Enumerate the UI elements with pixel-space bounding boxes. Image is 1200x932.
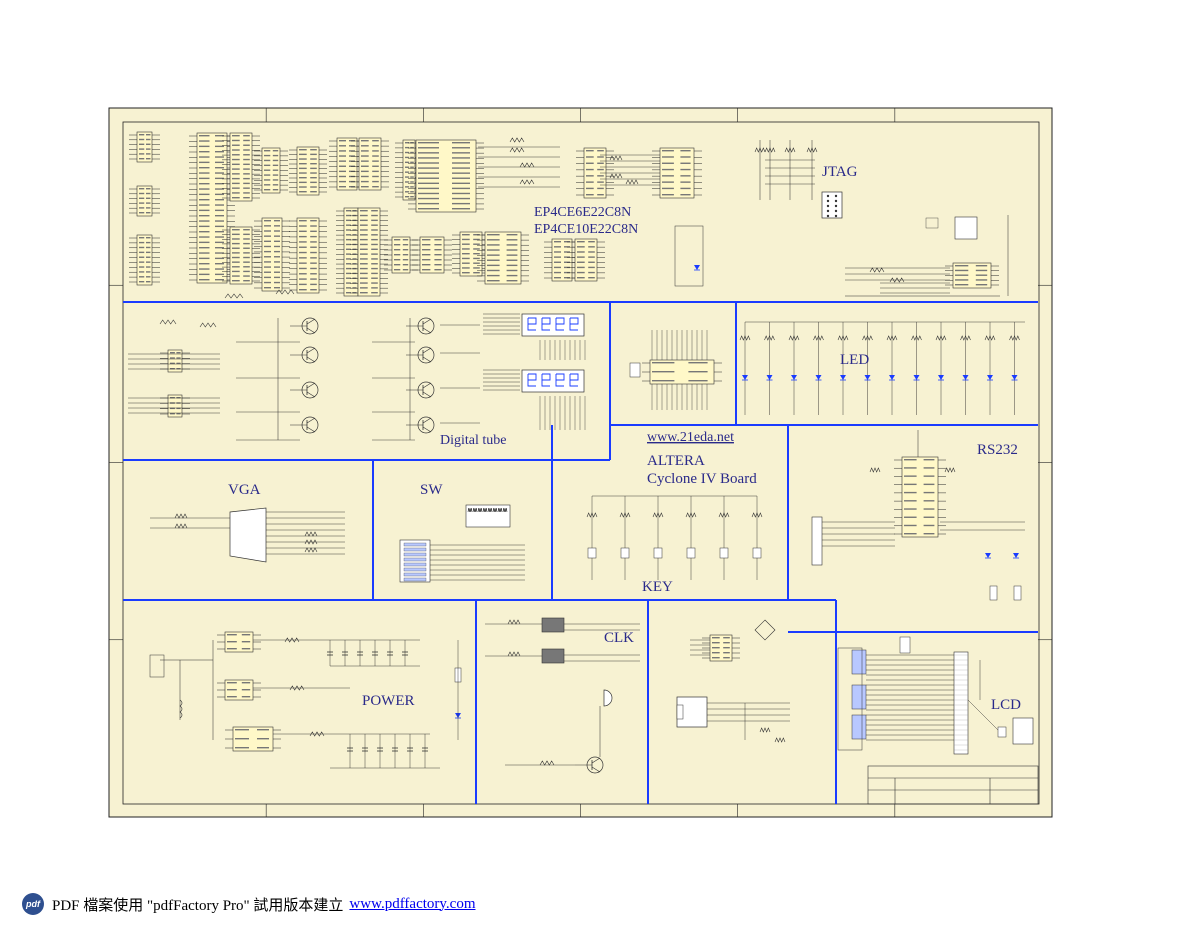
website-label: www.21eda.net <box>647 430 734 445</box>
pdf-footer: pdf PDF 檔案使用 "pdfFactory Pro" 試用版本建立 www… <box>22 890 476 918</box>
sheet-inner-border <box>122 121 1040 805</box>
led-label: LED <box>840 352 869 368</box>
rs232-label: RS232 <box>977 442 1018 458</box>
title-block <box>867 765 1039 805</box>
pdffactory-link[interactable]: www.pdffactory.com <box>349 895 476 912</box>
jtag-label: JTAG <box>822 164 858 180</box>
power-label: POWER <box>362 693 415 709</box>
clk-label: CLK <box>604 630 634 646</box>
circuit-graphics <box>128 131 1034 774</box>
fpga-label-line2: EP4CE10E22C8N <box>534 222 638 237</box>
footer-text: PDF 檔案使用 "pdfFactory Pro" 試用版本建立 <box>52 897 344 914</box>
sw-label: SW <box>420 482 443 498</box>
pdf-logo-icon: pdf <box>22 893 44 915</box>
lcd-label: LCD <box>991 697 1021 713</box>
vga-label: VGA <box>228 482 261 498</box>
board-label-line2: Cyclone IV Board <box>647 471 757 487</box>
section-dividers <box>123 301 1038 804</box>
digital-tube-label: Digital tube <box>440 433 507 448</box>
key-label: KEY <box>642 579 673 595</box>
fpga-label-line1: EP4CE6E22C8N <box>534 205 631 220</box>
border-ticks <box>108 107 1053 818</box>
board-label-line1: ALTERA <box>647 453 705 469</box>
